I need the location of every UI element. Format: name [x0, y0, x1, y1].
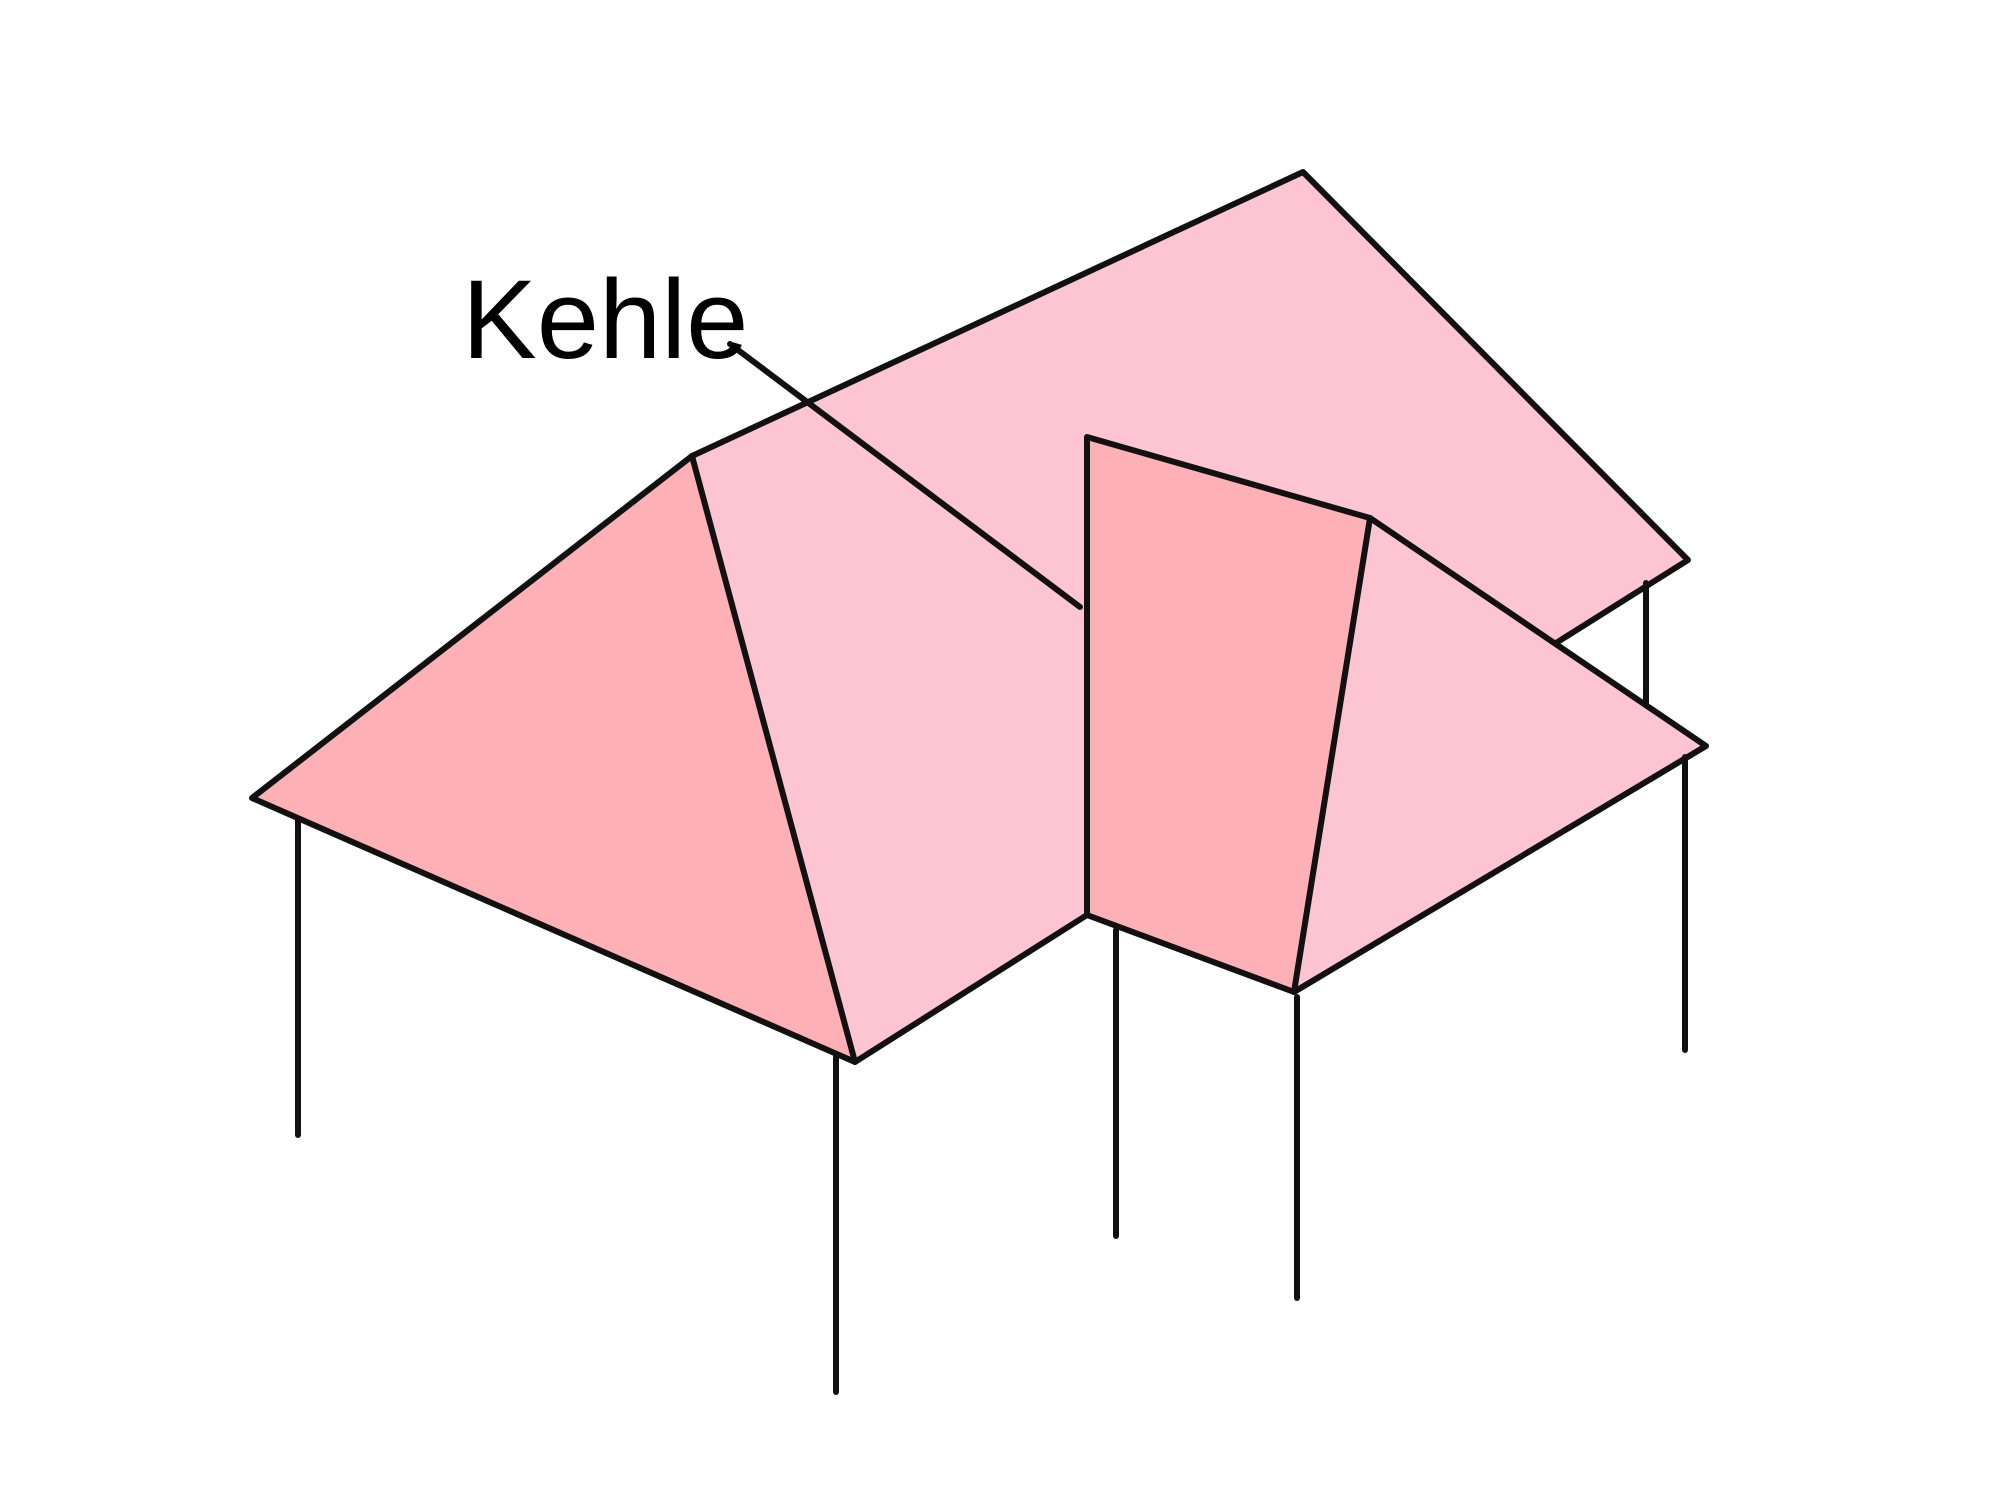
roof-lines	[249, 169, 1709, 1395]
valley-label: Kehle	[462, 257, 748, 382]
gable-edge	[1291, 515, 1373, 995]
hip-edge	[689, 453, 858, 1065]
gable-face	[1087, 437, 1370, 992]
roof-faces	[252, 172, 1706, 1062]
front-roof-face	[692, 404, 1087, 1062]
main-ridge-line	[689, 169, 1691, 646]
main-roof-face	[692, 172, 1688, 643]
valley-line	[727, 341, 1083, 610]
hip-triangle-face	[252, 456, 855, 1062]
right-roof-face	[1294, 518, 1706, 992]
